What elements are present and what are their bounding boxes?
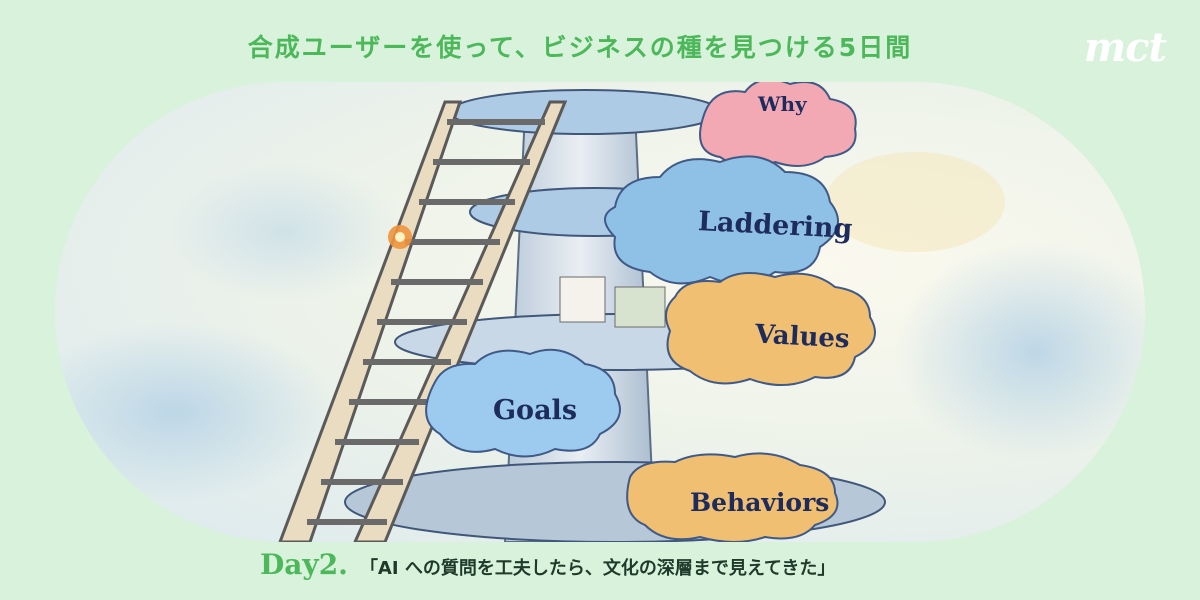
- cloud-label-why: Why: [758, 92, 807, 116]
- day-subtitle: 「AI への質問を工夫したら、文化の深層まで見えてきた」: [359, 558, 836, 579]
- footer-caption: Day2. 「AI への質問を工夫したら、文化の深層まで見えてきた」: [260, 548, 835, 588]
- brand-logo: mct: [1083, 24, 1167, 71]
- illustration: Why Laddering Values Goals Behaviors: [55, 82, 1145, 542]
- day-label: Day2.: [260, 548, 348, 581]
- cloud-label-goals: Goals: [493, 395, 578, 426]
- tower-ladder-illustration: [55, 82, 1145, 542]
- page-title: 合成ユーザーを使って、ビジネスの種を見つける5日間: [247, 33, 913, 62]
- cloud-label-behaviors: Behaviors: [690, 488, 830, 517]
- cloud-label-values: Values: [754, 319, 851, 355]
